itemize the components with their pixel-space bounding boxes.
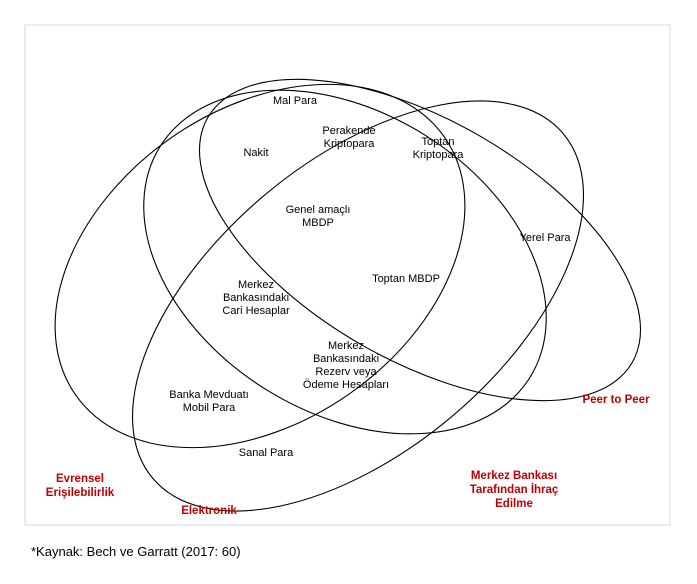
label-line: Mobil Para — [183, 402, 236, 414]
label-line: Elektronik — [181, 505, 237, 517]
label-line: Merkez — [328, 340, 364, 352]
label-line: Rezerv veya — [315, 366, 377, 378]
label-line: MBDP — [302, 217, 334, 229]
label-line: Bankasındaki — [313, 353, 379, 365]
label-line: Peer to Peer — [582, 394, 650, 406]
figure-border — [24, 24, 671, 526]
region-yerel-para: Yerel Para — [520, 232, 572, 244]
label-line: Evrensel — [56, 473, 104, 485]
label-line: Edilme — [495, 498, 533, 510]
set-evrensel-erisilebilirlik-ellipse — [54, 83, 466, 449]
set-merkez-bankasi-ellipse — [143, 89, 547, 435]
label-line: Erişilebilirlik — [46, 487, 115, 499]
source-caption: *Kaynak: Bech ve Garratt (2017: 60) — [31, 544, 241, 559]
label-line: Genel amaçlı — [286, 204, 351, 216]
label-line: Yerel Para — [520, 232, 572, 244]
label-line: Cari Hesaplar — [222, 305, 290, 317]
label-line: Nakit — [243, 147, 268, 159]
label-line: Merkez Bankası — [471, 470, 557, 482]
label-line: Kriptopara — [324, 138, 376, 150]
set-label-elektronik: Elektronik — [181, 505, 237, 517]
label-line: Mal Para — [273, 95, 318, 107]
region-nakit: Nakit — [243, 147, 268, 159]
label-line: Merkez — [238, 279, 274, 291]
label-line: Bankasındaki — [223, 292, 289, 304]
label-line: Sanal Para — [239, 447, 294, 459]
region-toptan-mbdp: Toptan MBDP — [372, 273, 440, 285]
label-line: Toptan — [421, 136, 454, 148]
label-line: Toptan MBDP — [372, 273, 440, 285]
label-line: Perakende — [322, 125, 375, 137]
set-peer-to-peer-ellipse — [198, 78, 642, 402]
label-line: Banka Mevduatı — [169, 389, 249, 401]
region-sanal-para: Sanal Para — [239, 447, 294, 459]
label-line: Ödeme Hesapları — [303, 379, 389, 391]
set-label-peer-to-peer: Peer to Peer — [582, 394, 650, 406]
label-line: Kriptopara — [413, 149, 465, 161]
label-line: Tarafından İhraç — [470, 483, 559, 496]
region-mal-para: Mal Para — [273, 95, 318, 107]
set-elektronik-ellipse — [131, 100, 585, 512]
